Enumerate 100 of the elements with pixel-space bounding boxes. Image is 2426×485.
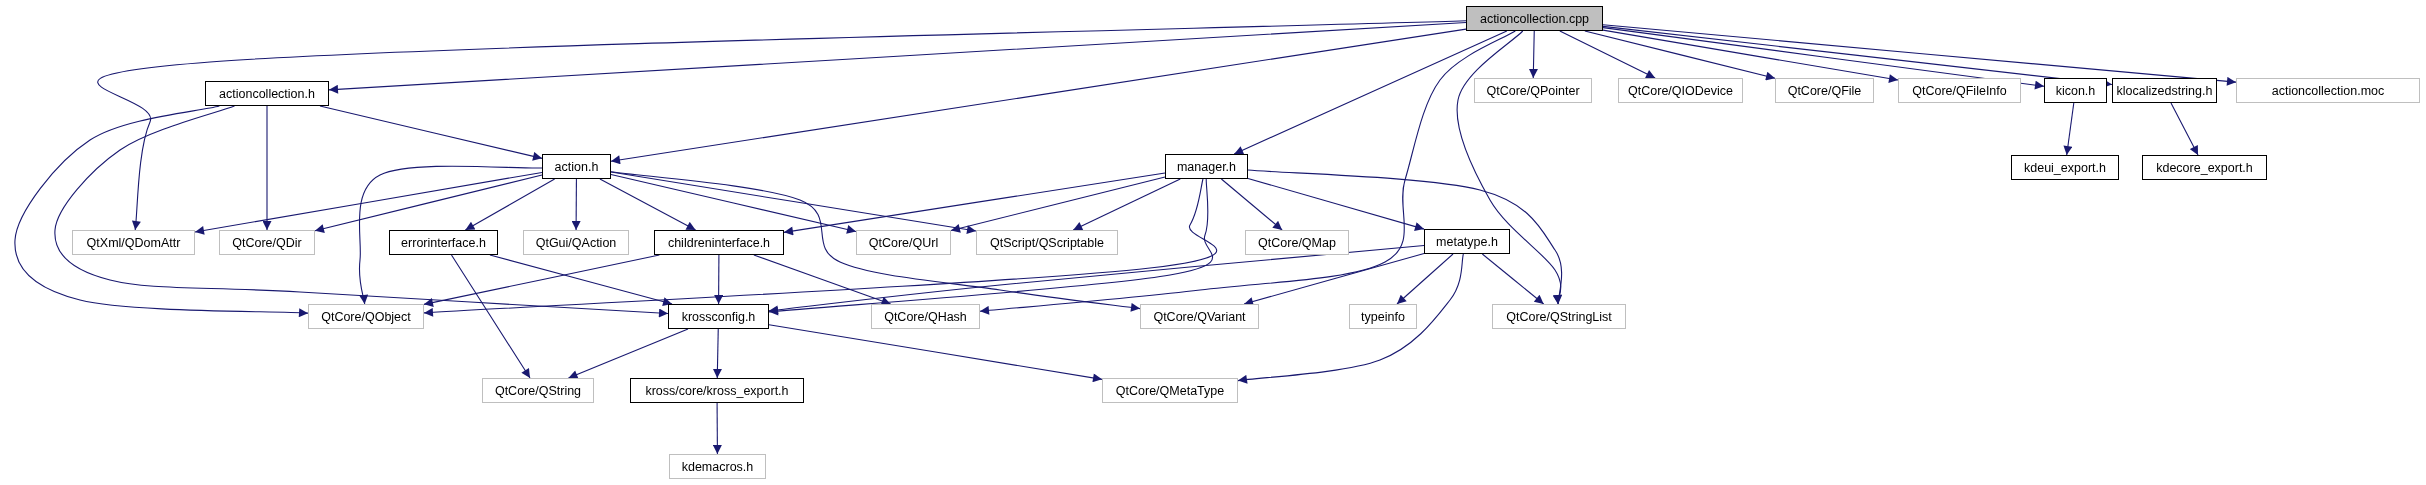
external-header-box <box>1898 78 2021 103</box>
file-name: krossconfig.h <box>681 309 756 324</box>
include-arrow <box>599 178 697 231</box>
file-name: actioncollection.moc <box>2271 83 2385 98</box>
include-arrow <box>1072 178 1181 231</box>
include-arrow <box>1396 253 1454 305</box>
include-arrow <box>1602 29 1899 83</box>
external-header-box <box>1349 304 1417 329</box>
include-arrow <box>753 254 892 306</box>
header-file-box <box>654 230 784 255</box>
external-header-box <box>523 230 629 255</box>
include-arrow <box>2063 102 2075 156</box>
include-arrow <box>358 165 543 305</box>
external-header-box <box>669 454 766 479</box>
external-header-box <box>1245 230 1349 255</box>
file-name: kicon.h <box>2055 83 2096 98</box>
external-header-box <box>482 378 594 403</box>
file-name: klocalizedstring.h <box>2116 83 2213 98</box>
include-arrow <box>1247 169 1563 305</box>
include-arrow <box>1602 25 2113 88</box>
include-arrow <box>1456 30 1563 305</box>
include-arrow <box>768 324 1103 383</box>
include-arrow <box>950 176 1166 233</box>
include-arrow <box>712 402 722 455</box>
header-file-box <box>2142 155 2267 180</box>
file-name: kross/core/kross_export.h <box>645 383 789 398</box>
header-file-box <box>630 378 804 403</box>
include-arrow <box>54 105 669 318</box>
file-name: QtGui/QAction <box>535 235 617 250</box>
file-name: QtCore/QDir <box>232 235 302 250</box>
file-name: QtCore/QUrl <box>868 235 939 250</box>
external-header-box <box>1618 78 1743 103</box>
source-file-box <box>1466 6 1603 31</box>
include-arrow <box>423 178 1218 317</box>
header-file-box <box>1165 154 1248 179</box>
file-name: QtCore/QPointer <box>1486 83 1580 98</box>
file-name: QtCore/QFileInfo <box>1912 83 2007 98</box>
include-arrow <box>1237 253 1464 384</box>
external-header-box <box>871 304 980 329</box>
header-file-box <box>1424 229 1510 254</box>
header-file-box <box>2044 78 2107 103</box>
file-name: typeinfo <box>1361 309 1405 324</box>
file-name: kdecore_export.h <box>2156 160 2253 175</box>
include-arrow <box>783 172 1166 236</box>
include-arrow <box>714 254 724 305</box>
header-file-box <box>542 154 611 179</box>
include-arrow <box>97 20 1467 231</box>
external-header-box <box>1775 78 1874 103</box>
external-header-box <box>1474 78 1592 103</box>
file-name: actioncollection.h <box>219 86 315 101</box>
include-arrow <box>1220 178 1283 231</box>
file-name: QtCore/QStringList <box>1506 309 1612 324</box>
include-arrow <box>1559 30 1656 79</box>
include-arrow <box>1247 177 1425 231</box>
external-header-box <box>1102 378 1238 403</box>
include-arrow <box>194 171 543 235</box>
external-header-box <box>1492 304 1626 329</box>
include-arrow <box>319 105 543 161</box>
include-arrow <box>610 171 977 235</box>
file-name: QtCore/QVariant <box>1153 309 1246 324</box>
file-name: QtCore/QHash <box>884 309 967 324</box>
include-arrow <box>1233 30 1508 155</box>
external-header-box <box>308 304 424 329</box>
header-file-box <box>2011 155 2119 180</box>
file-name: errorinterface.h <box>401 235 486 250</box>
external-header-box <box>1140 304 1259 329</box>
include-arrow <box>328 22 1467 94</box>
header-file-box <box>389 230 498 255</box>
include-arrow <box>712 328 722 379</box>
include-arrow <box>489 254 673 306</box>
file-name: metatype.h <box>1436 234 1498 249</box>
include-arrow <box>567 328 689 379</box>
file-name: QtCore/QObject <box>321 309 411 324</box>
include-arrow <box>1584 30 1776 81</box>
include-arrow <box>610 173 857 234</box>
include-arrow <box>610 28 1467 165</box>
include-arrow <box>423 254 660 307</box>
file-name: QtCore/QString <box>494 383 582 398</box>
external-header-box <box>976 230 1118 255</box>
include-arrow <box>768 244 1425 315</box>
file-name: QtScript/QScriptable <box>990 235 1104 250</box>
external-header-box <box>2236 78 2420 103</box>
include-arrow <box>1602 24 2237 86</box>
include-arrow <box>571 178 581 231</box>
include-arrow <box>979 30 1516 315</box>
include-arrow <box>450 254 531 379</box>
include-arrow <box>464 178 556 231</box>
include-arrow <box>262 105 272 231</box>
include-arrow <box>768 178 1214 316</box>
file-name: QtCore/QIODevice <box>1628 83 1733 98</box>
include-arrow <box>1243 253 1425 306</box>
header-file-box <box>668 304 769 329</box>
include-arrow <box>2170 102 2199 156</box>
include-arrow <box>610 171 1141 312</box>
external-header-box <box>72 230 195 255</box>
file-name: QtCore/QFile <box>1787 83 1862 98</box>
include-arrow <box>314 174 543 233</box>
header-file-box <box>205 81 329 106</box>
file-name: kdeui_export.h <box>2024 160 2106 175</box>
file-name: QtCore/QMap <box>1258 235 1336 250</box>
